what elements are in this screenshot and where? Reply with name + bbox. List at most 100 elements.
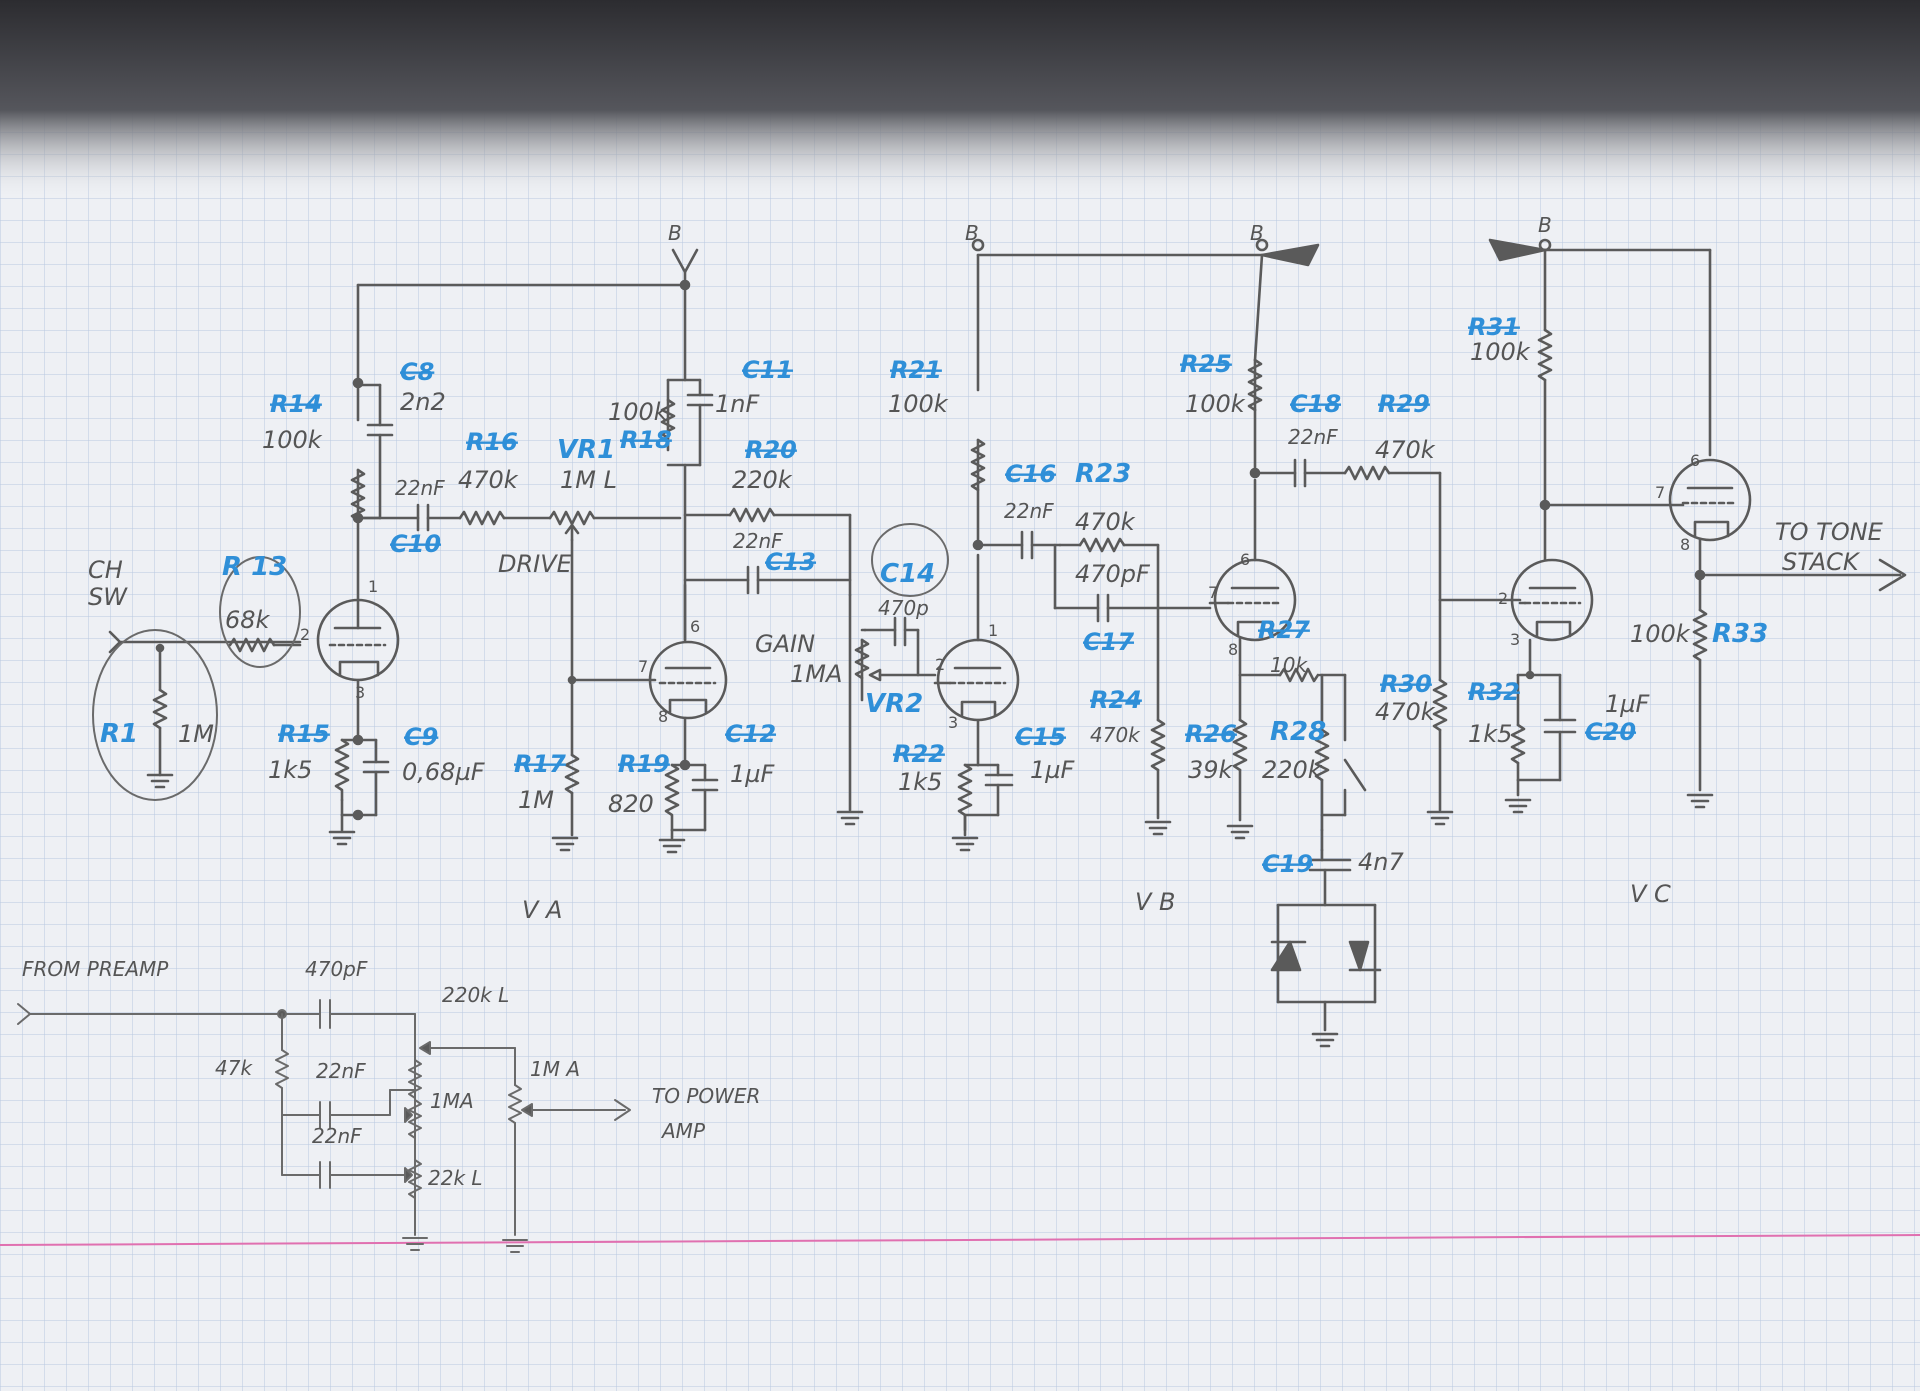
- pin-7-v2: 7: [638, 657, 648, 676]
- label-r23-val: 470k: [1075, 508, 1136, 536]
- label-vc: V C: [1630, 880, 1671, 908]
- label-ch-sw-2: SW: [88, 583, 128, 611]
- label-c15: C15: [1015, 723, 1066, 751]
- label-to-power-2: AMP: [660, 1119, 706, 1143]
- pin-1-v3: 1: [988, 621, 998, 640]
- label-b-vc: B: [1538, 213, 1552, 237]
- pin-2-v1: 2: [300, 625, 310, 644]
- stage-vc: [1438, 238, 1907, 814]
- label-r16: R16: [466, 428, 518, 456]
- label-c13-val: 22nF: [733, 529, 783, 553]
- pin-2-v3: 2: [935, 655, 945, 674]
- label-r18-val: 100k: [608, 398, 669, 426]
- label-r31-val: 100k: [1470, 338, 1531, 366]
- label-c20-val: 1µF: [1605, 690, 1651, 718]
- pin-6-v6: 6: [1690, 451, 1700, 470]
- stage-va: [108, 248, 864, 854]
- label-to-power-1: TO POWER: [652, 1084, 760, 1108]
- label-c16-val: 22nF: [1004, 499, 1054, 523]
- label-r26-val: 39k: [1188, 756, 1234, 784]
- label-vr1-val: 1M L: [560, 466, 617, 494]
- pin-3-v1: 3: [355, 683, 365, 702]
- label-r33-val: 100k: [1630, 620, 1691, 648]
- label-r15: R15: [278, 720, 330, 748]
- label-r23: R23: [1075, 459, 1131, 489]
- label-r31: R31: [1468, 313, 1520, 341]
- label-r13: R 13: [222, 552, 287, 582]
- label-out-c2: 22nF: [316, 1059, 366, 1083]
- label-c8-val: 2n2: [400, 388, 446, 416]
- label-c11: C11: [742, 356, 793, 384]
- label-r25: R25: [1180, 350, 1232, 378]
- highlight-circle-r1: [92, 629, 218, 801]
- label-c19: C19: [1262, 850, 1313, 878]
- label-r32: R32: [1468, 678, 1520, 706]
- pin-2-v5: 2: [1498, 589, 1508, 608]
- label-ch-sw-1: CH: [88, 556, 123, 584]
- label-out-c1: 470pF: [305, 957, 368, 981]
- label-r21: R21: [890, 356, 942, 384]
- label-vr1: VR1: [557, 435, 615, 465]
- pin-3-v5: 3: [1510, 630, 1520, 649]
- label-out-pot-top: 220k L: [442, 983, 509, 1007]
- label-r16-val: 470k: [458, 466, 519, 494]
- label-r25-val: 100k: [1185, 390, 1246, 418]
- label-r19-val: 820: [608, 790, 654, 818]
- label-r28-val: 220k: [1262, 756, 1323, 784]
- label-r1-val: 1M: [178, 720, 214, 748]
- label-drive: DRIVE: [498, 550, 573, 578]
- label-r20-val: 220k: [732, 466, 793, 494]
- label-to-tone-1: TO TONE: [1775, 518, 1884, 546]
- label-gain-val: 1MA: [790, 660, 842, 688]
- label-c14-val: 470p: [878, 596, 929, 620]
- label-from-preamp: FROM PREAMP: [22, 957, 169, 981]
- label-out-pot-22k: 22k L: [428, 1166, 483, 1190]
- label-r30-val: 470k: [1375, 698, 1436, 726]
- label-r24-val: 470k: [1090, 723, 1141, 747]
- label-out-pot-1ma: 1MA: [430, 1089, 474, 1113]
- pin-7-v4: 7: [1208, 583, 1218, 602]
- label-r33: R33: [1712, 619, 1768, 649]
- stage-vb: [854, 238, 1454, 1048]
- pin-8-v2: 8: [658, 707, 668, 726]
- label-c18: C18: [1290, 390, 1341, 418]
- label-c12-val: 1µF: [730, 760, 776, 788]
- label-r19: R19: [618, 750, 670, 778]
- label-c17: C17: [1083, 628, 1134, 656]
- pin-7-v6: 7: [1655, 483, 1665, 502]
- label-c15-val: 1µF: [1030, 756, 1076, 784]
- output-section: [17, 999, 631, 1253]
- highlight-circle-c14: [871, 523, 949, 597]
- label-vr2: VR2: [865, 689, 923, 719]
- label-c14: C14: [880, 559, 935, 589]
- label-r14: R14: [270, 390, 322, 418]
- label-r21-val: 100k: [888, 390, 949, 418]
- label-b-va: B: [668, 221, 682, 245]
- label-r27-val: 10k: [1270, 653, 1308, 677]
- label-c16: C16: [1005, 460, 1056, 488]
- label-c19-val: 4n7: [1358, 848, 1404, 876]
- label-c10: C10: [390, 530, 441, 558]
- label-r17: R17: [514, 750, 566, 778]
- label-c8: C8: [400, 358, 434, 386]
- label-r17-val: 1M: [518, 786, 554, 814]
- pin-3-v3: 3: [948, 713, 958, 732]
- page-shadow: [0, 0, 1920, 200]
- label-r29: R29: [1378, 390, 1430, 418]
- label-c9-val: 0,68µF: [402, 758, 486, 786]
- highlight-circle-r13: [219, 556, 301, 668]
- label-r27: R27: [1258, 616, 1310, 644]
- label-va: V A: [522, 896, 562, 924]
- label-r20: R20: [745, 436, 797, 464]
- label-b-v3: B: [965, 221, 979, 245]
- label-c17-val: 470pF: [1075, 560, 1151, 588]
- label-b-v4: B: [1250, 221, 1264, 245]
- label-r22-val: 1k5: [898, 768, 942, 796]
- label-r32-val: 1k5: [1468, 720, 1512, 748]
- pin-8-v6: 8: [1680, 535, 1690, 554]
- label-c9: C9: [404, 723, 438, 751]
- pin-6-v4: 6: [1240, 550, 1250, 569]
- label-r1: R1: [100, 719, 138, 749]
- label-r24: R24: [1090, 686, 1142, 714]
